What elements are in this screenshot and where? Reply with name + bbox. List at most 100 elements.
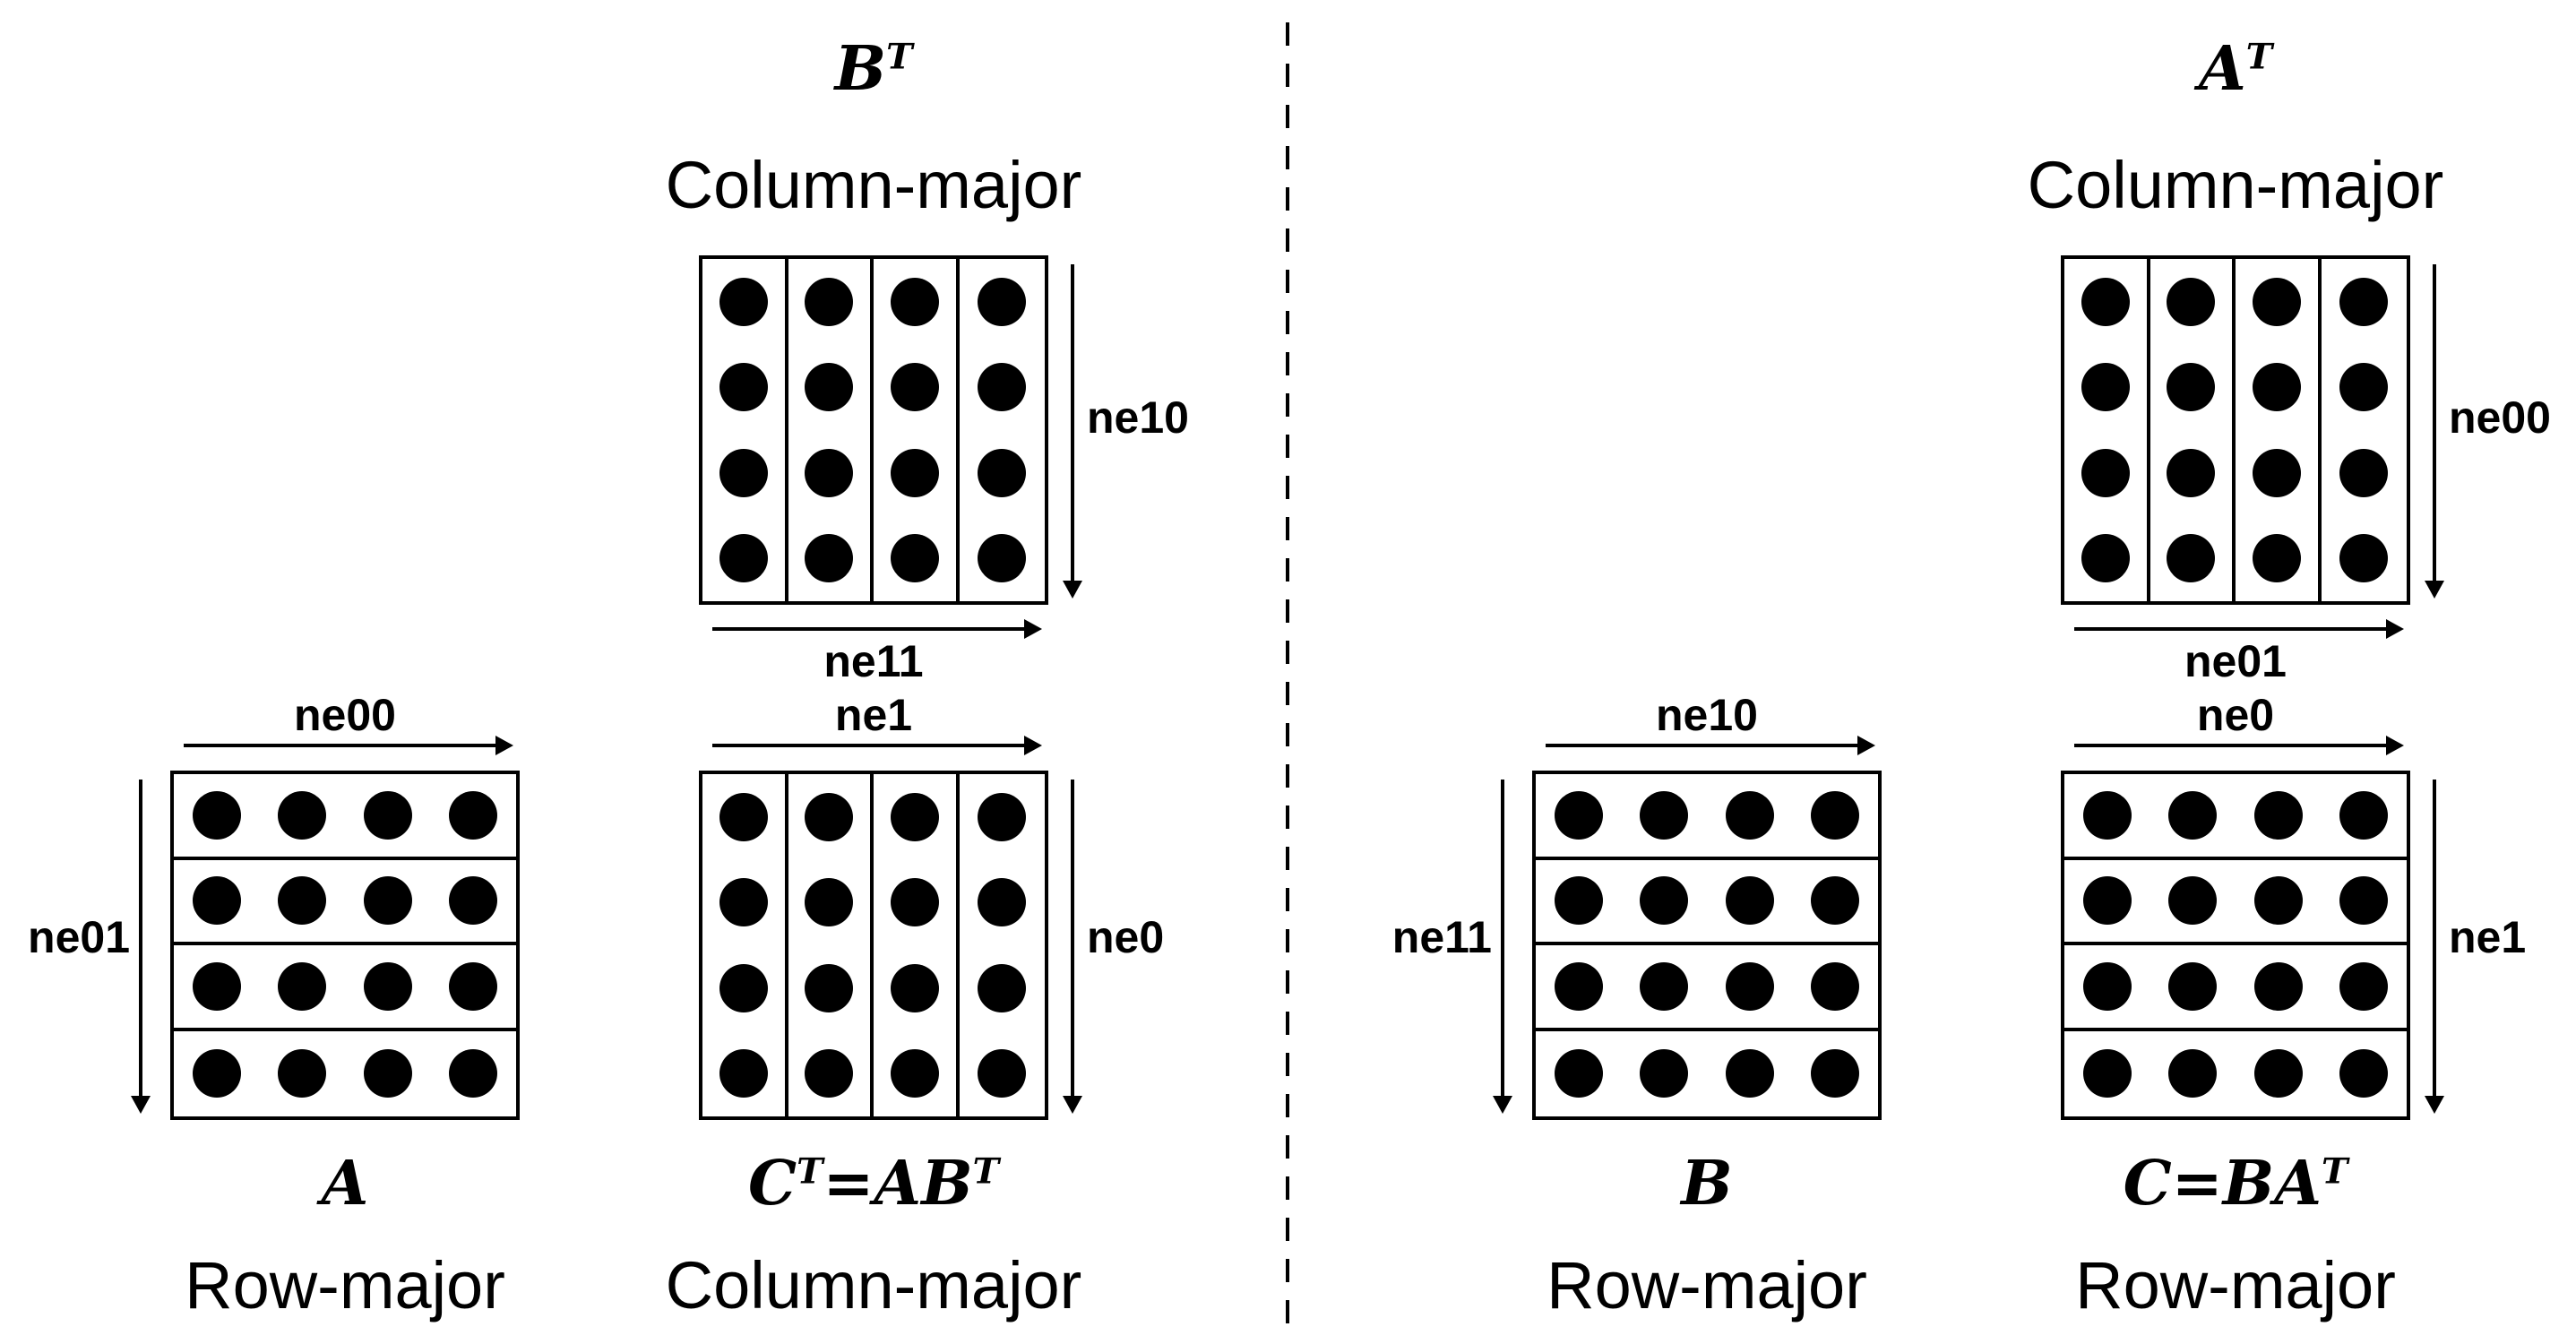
matrix-dot: [2252, 534, 2301, 583]
matrix-cell: [788, 259, 874, 345]
ct-formula: CT=ABT: [699, 1149, 1048, 1219]
matrix-cell: [788, 774, 874, 860]
formula-superscript: T: [886, 36, 913, 78]
matrix-dot: [2252, 277, 2301, 326]
matrix-cell: [2236, 344, 2322, 430]
ct-right-arrow-label: ne0: [1087, 912, 1165, 962]
matrix-cell: [2064, 344, 2150, 430]
matrix-dot: [890, 792, 939, 841]
matrix-cell: [702, 515, 788, 601]
matrix-cell: [174, 1031, 260, 1117]
matrix-cell: [702, 945, 788, 1031]
matrix-cell: [1622, 1031, 1708, 1117]
formula-text: B: [834, 33, 887, 105]
matrix-dot: [1811, 790, 1860, 840]
matrix-cell: [2236, 430, 2322, 516]
matrix-cell: [788, 1030, 874, 1116]
matrix-dot: [2253, 876, 2303, 926]
matrix-dot: [805, 534, 854, 583]
matrix-cell: [960, 430, 1046, 516]
matrix-dot: [2253, 961, 2303, 1011]
matrix-cell: [430, 945, 516, 1031]
a-layout-label: Row-major: [185, 1248, 505, 1322]
matrix-cell: [2064, 430, 2150, 516]
matrix-cell: [2322, 259, 2408, 345]
matrix-cell: [2322, 516, 2408, 602]
matrix-dot: [2168, 876, 2218, 926]
formula-text: A: [2198, 33, 2246, 105]
matrix-dot: [978, 963, 1027, 1012]
b-formula: B: [1532, 1149, 1882, 1219]
matrix-cell: [702, 430, 788, 516]
matrix-dot: [2339, 448, 2389, 497]
matrix-cell: [1707, 1031, 1793, 1117]
matrix-dot: [363, 790, 412, 840]
matrix-dot: [1811, 961, 1860, 1011]
matrix-dot: [1725, 1049, 1774, 1098]
matrix-dot: [890, 878, 939, 927]
matrix-cell: [874, 945, 960, 1031]
matrix-dot: [2253, 790, 2303, 840]
matrix-dot: [2081, 534, 2130, 583]
matrix-dot: [2252, 448, 2301, 497]
matrix-cell: [1707, 945, 1793, 1031]
b-top-arrow-label: ne10: [1656, 690, 1758, 740]
matrix-dot: [1725, 961, 1774, 1011]
matrix-cell: [2150, 1031, 2236, 1117]
matrix-cell: [1792, 945, 1878, 1031]
matrix-dot: [1811, 1049, 1860, 1098]
matrix-cell: [2236, 259, 2322, 345]
matrix-dot: [192, 961, 241, 1011]
matrix-dot: [2167, 363, 2216, 412]
matrix-cell: [874, 859, 960, 945]
formula-superscript: T: [797, 1150, 823, 1193]
at-bottom-arrow-label: ne01: [2184, 636, 2287, 686]
matrix-cell: [960, 1031, 1046, 1117]
matrix-cell: [1621, 945, 1707, 1031]
matrix-dot: [2082, 961, 2132, 1011]
matrix-dot: [719, 1049, 768, 1098]
bt-formula: BT: [699, 34, 1048, 104]
matrix-dot: [449, 1049, 498, 1098]
a-formula: A: [170, 1149, 520, 1219]
matrix-cell: [431, 1031, 517, 1117]
matrix-dot: [1554, 876, 1603, 926]
matrix-cell: [702, 1030, 788, 1116]
c-right-arrow-icon: [2425, 780, 2444, 1114]
matrix-dot: [1554, 790, 1603, 840]
matrix-cell: [1707, 860, 1793, 945]
c-right-arrow-label: ne1: [2449, 912, 2527, 962]
b-top-arrow-icon: [1546, 736, 1875, 755]
formula-text: B: [1681, 1148, 1733, 1219]
matrix-dot: [1811, 876, 1860, 926]
ct-matrix: [699, 771, 1048, 1120]
matrix-cell: [2321, 774, 2407, 860]
matrix-dot: [2339, 277, 2389, 326]
matrix-dot: [719, 878, 768, 927]
a-matrix: [170, 771, 520, 1120]
matrix-cell: [2150, 945, 2236, 1031]
matrix-cell: [1621, 774, 1707, 860]
matrix-cell: [960, 516, 1046, 602]
b-left-arrow-label: ne11: [1391, 912, 1492, 962]
matrix-cell: [1793, 1031, 1879, 1117]
matrix-cell: [874, 344, 960, 430]
matrix-dot: [2081, 277, 2130, 326]
matrix-cell: [1536, 1031, 1622, 1117]
matrix-cell: [2064, 774, 2150, 860]
matrix-dot: [719, 363, 768, 412]
matrix-cell: [260, 1031, 346, 1117]
matrix-dot: [719, 277, 768, 326]
matrix-dot: [978, 1049, 1027, 1098]
matrix-dot: [978, 448, 1027, 497]
matrix-dot: [890, 534, 939, 583]
c-layout-label: Row-major: [2075, 1248, 2396, 1322]
matrix-dot: [2168, 1049, 2218, 1098]
matrix-dot: [278, 790, 327, 840]
at-layout-label: Column-major: [2027, 148, 2444, 222]
bt-layout-label: Column-major: [665, 148, 1082, 222]
matrix-cell: [174, 774, 260, 860]
matrix-cell: [1792, 774, 1878, 860]
matrix-dot: [890, 277, 939, 326]
